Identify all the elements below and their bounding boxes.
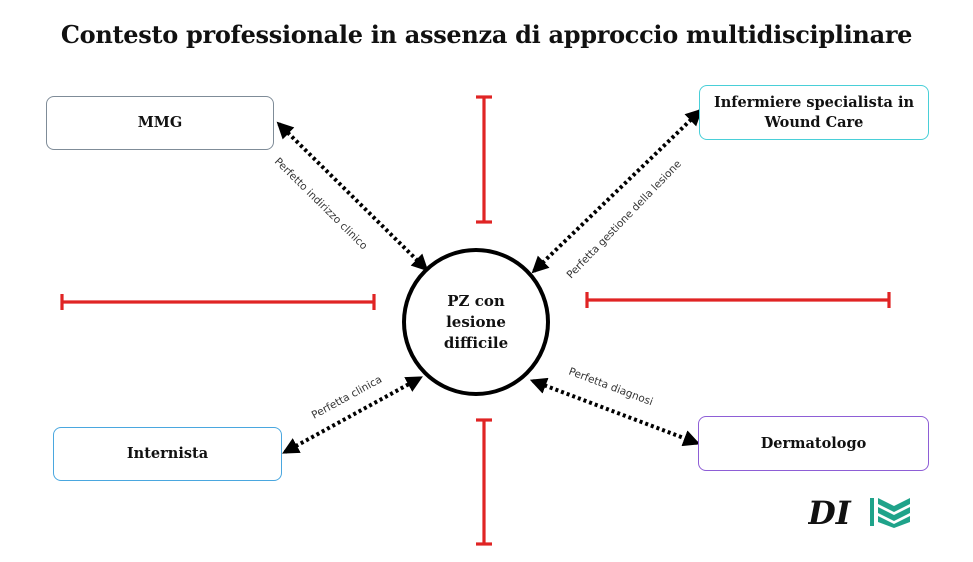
node-mmg: MMG [46,96,274,150]
center-label-line1: PZ con lesione [446,291,506,331]
center-label-line2: difficile [443,333,509,352]
node-infermiere-label-line2: Wound Care [764,113,864,131]
edge-label-mmg: Perfetto indirizzo clinico [272,156,370,253]
barrier-top [476,95,492,224]
brand-logo: DI [808,494,910,530]
node-mmg-label: MMG [137,114,183,131]
edge-internista-arrow [282,376,423,454]
node-internista: Internista [53,427,282,481]
node-dermatologo: Dermatologo [698,416,929,471]
edge-dermatologo-arrow [529,377,701,447]
node-internista-label: Internista [126,445,209,463]
node-infermiere: Infermiere specialista in Wound Care [699,85,929,140]
edge-mmg-arrow [276,121,429,272]
node-dermatologo-label: Dermatologo [760,434,867,452]
logo-text: DI [808,494,852,530]
edge-label-infermiere: Perfetta gestione della lesione [565,158,684,281]
diagram-title: Contesto professionale in assenza di app… [60,20,913,49]
stacked-chevrons-icon [870,498,910,528]
edge-label-dermatologo: Perfetta diagnosi [567,366,655,409]
center-node: PZ con lesione difficile [402,248,550,396]
barrier-right [585,292,891,308]
barrier-bottom [476,418,492,546]
node-infermiere-label-line1: Infermiere specialista in [713,93,915,111]
barrier-left [60,294,376,310]
edge-infermiere-arrow [531,108,703,274]
edge-label-internista: Perfetta clinica [310,374,384,422]
barrier-group [60,95,891,546]
